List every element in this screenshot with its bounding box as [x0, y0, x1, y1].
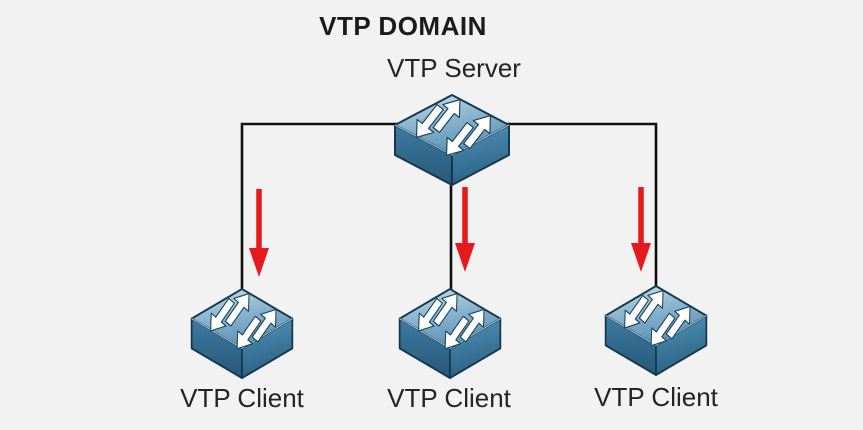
red-down-arrow-icon [455, 187, 475, 272]
red-down-arrow-icon [249, 189, 269, 277]
connector-server-to-client3 [505, 122, 658, 290]
node-label-client: VTP Client [180, 383, 304, 413]
node-label-client: VTP Client [594, 382, 718, 412]
switch-icon [604, 283, 708, 377]
diagram-title: VTP DOMAIN [319, 11, 487, 41]
switch-icon [398, 286, 502, 380]
switch-icon [394, 92, 510, 186]
connector-server-to-client1 [240, 122, 400, 292]
node-label-server: VTP Server [387, 53, 521, 83]
red-down-arrow-icon [631, 187, 651, 272]
switch-icon [190, 286, 294, 380]
node-label-client: VTP Client [387, 383, 511, 413]
